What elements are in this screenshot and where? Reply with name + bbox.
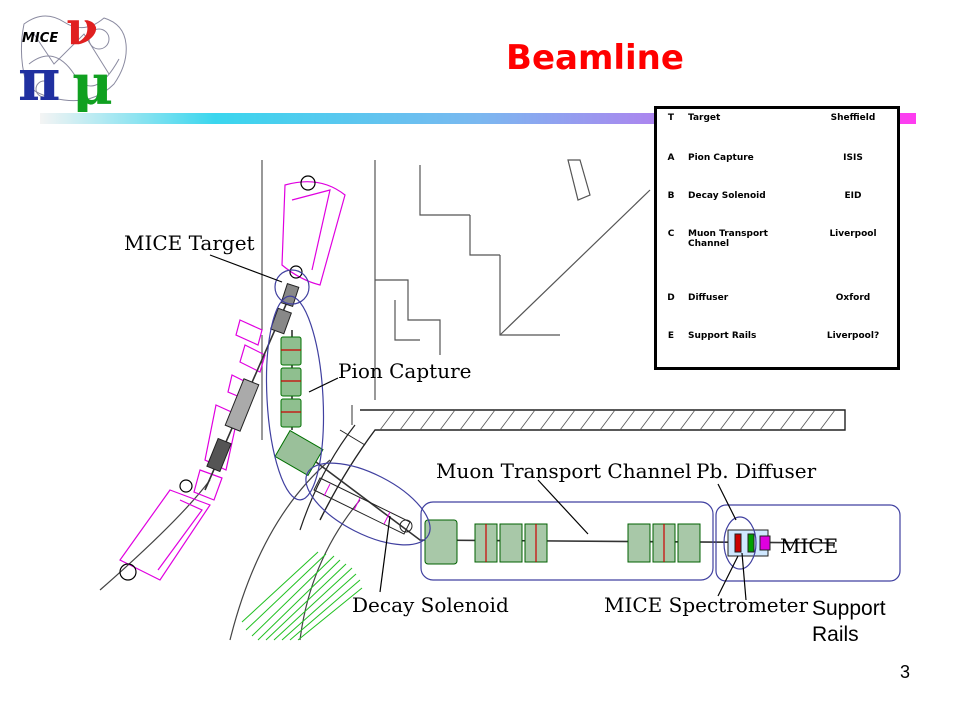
slide-title: Beamline <box>506 38 684 78</box>
table-row: D Diffuser Oxford <box>656 289 899 327</box>
table-row: C Muon Transport Channel Liverpool <box>656 225 899 290</box>
row-item: Pion Capture <box>688 153 754 164</box>
pion-capture-red-marks <box>281 349 301 413</box>
pion-capture-quads <box>274 336 324 477</box>
row-item: Muon Transport Channel <box>688 228 768 249</box>
muon-transport-red-marks <box>485 524 665 562</box>
highlight-outlines <box>265 269 901 582</box>
muon-transport-magnets <box>424 519 701 565</box>
mice-logo: MICE ν π μ <box>18 4 127 112</box>
logo-mu-symbol: μ <box>72 52 113 112</box>
row-item: Decay Solenoid <box>688 190 766 201</box>
support-rails-line: Rails <box>812 623 859 646</box>
responsibility-table: T Target Sheffield A Pion Capture ISIS B… <box>654 106 900 370</box>
building-walls <box>261 159 651 440</box>
label-pion-capture: Pion Capture <box>338 359 471 383</box>
row-item: Diffuser <box>688 293 729 304</box>
table-row: E Support Rails Liverpool? <box>656 327 899 369</box>
magnet-end-caps <box>119 175 316 581</box>
mice-box <box>715 504 901 582</box>
row-item: Target <box>688 113 721 123</box>
decay-solenoid-ellipse <box>305 462 431 546</box>
row-item: Support Rails <box>688 330 757 341</box>
label-mice-spectrometer: MICE Spectrometer <box>604 593 808 617</box>
decay-solenoid-tube <box>313 477 413 535</box>
diffuser-ellipse <box>723 516 757 570</box>
row-code: E <box>667 330 675 341</box>
mice-experiment <box>727 529 771 557</box>
target-circle-outline <box>274 269 310 305</box>
table-row: B Decay Solenoid EID <box>656 187 899 225</box>
row-owner: Oxford <box>835 293 871 304</box>
row-code: D <box>667 293 675 304</box>
table-row: A Pion Capture ISIS <box>656 149 899 187</box>
row-code: B <box>667 190 675 201</box>
leader-lines <box>209 254 747 601</box>
title-gradient-bar <box>40 113 916 124</box>
label-mice: MICE <box>780 534 838 558</box>
page-number: 3 <box>899 662 910 682</box>
row-owner: EID <box>844 190 862 201</box>
muon-transport-box <box>420 501 714 581</box>
row-owner: Sheffield <box>830 113 876 123</box>
hatched-wall <box>299 409 846 531</box>
row-code: T <box>667 113 675 123</box>
label-decay-solenoid: Decay Solenoid <box>352 593 509 617</box>
logo-mice-text: MICE <box>22 31 58 46</box>
row-owner: Liverpool <box>829 228 877 239</box>
support-rails-label: Support Rails <box>812 596 922 648</box>
pion-capture-ellipse <box>265 295 325 501</box>
target-assembly <box>206 283 300 473</box>
label-pb-diffuser: Pb. Diffuser <box>696 459 817 483</box>
row-code: C <box>667 228 675 239</box>
support-rails-line: Support <box>812 597 886 620</box>
table-row: T Target Sheffield <box>656 108 899 150</box>
green-hatch-area <box>241 551 363 641</box>
label-muon-transport-channel: Muon Transport Channel <box>436 459 692 483</box>
logo-background-sketch <box>20 15 127 102</box>
table-body: T Target Sheffield A Pion Capture ISIS B… <box>656 108 899 369</box>
logo-nu-symbol: ν <box>66 4 98 55</box>
row-owner: ISIS <box>843 153 863 164</box>
label-mice-target: MICE Target <box>124 231 255 255</box>
row-owner: Liverpool? <box>826 330 880 341</box>
logo-pi-symbol: π <box>18 46 60 112</box>
row-code: A <box>667 153 675 164</box>
